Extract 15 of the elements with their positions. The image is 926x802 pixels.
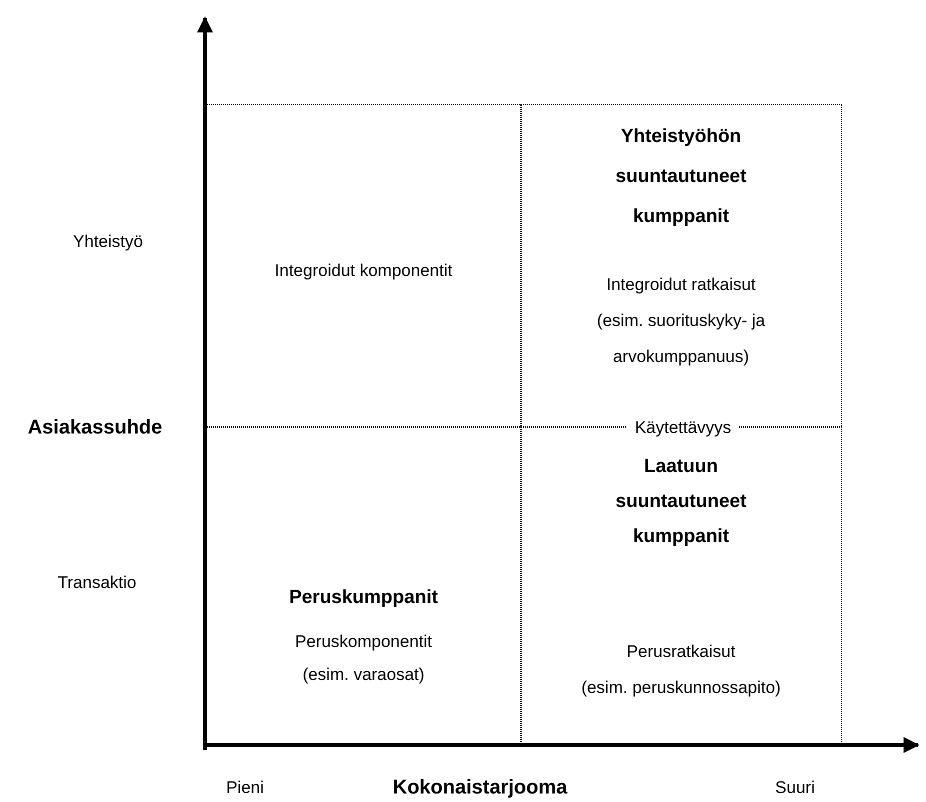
quadrant-title: Laatuun suuntautuneet kumppanit bbox=[614, 455, 748, 549]
matrix-quadrant bbox=[205, 104, 522, 428]
line-label: Käytettävyys bbox=[626, 418, 740, 438]
quadrant-description: Integroidut ratkaisut (esim. suorituskyky- ja arvokumppanuus) bbox=[596, 274, 766, 368]
quadrant-description: Integroidut komponentit bbox=[274, 260, 454, 282]
axis-title: Asiakassuhde bbox=[28, 416, 162, 440]
axis-label: Pieni bbox=[226, 778, 264, 798]
quadrant-title: Yhteistyöhön suuntautuneet kumppanit bbox=[614, 125, 748, 229]
axis-label: Transaktio bbox=[58, 573, 136, 593]
axis-label: Yhteistyö bbox=[73, 232, 143, 252]
axis-title: Kokonaistarjooma bbox=[392, 776, 568, 800]
quadrant-title: Peruskumppanit bbox=[288, 586, 439, 610]
quadrant-description: Peruskomponentit (esim. varaosat) bbox=[294, 631, 434, 686]
quadrant-description: Perusratkaisut (esim. peruskunnossapito) bbox=[580, 641, 782, 699]
axis-label: Suuri bbox=[775, 778, 815, 798]
